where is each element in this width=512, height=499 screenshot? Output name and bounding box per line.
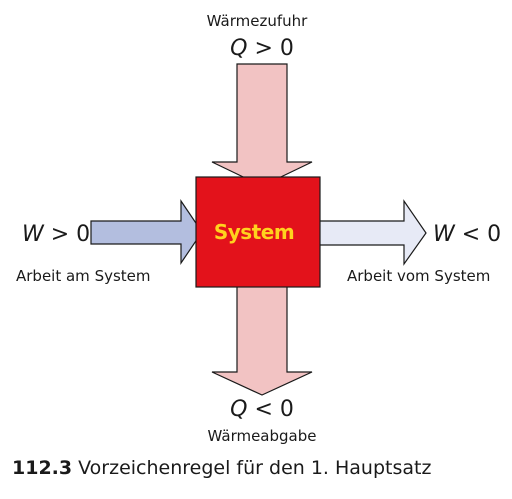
work-input-equation: W > 0 (22, 222, 90, 247)
work-output-variable: W (433, 222, 456, 247)
heat-output-equation: Q < 0 (230, 397, 294, 422)
system-box (195, 176, 321, 288)
figure-caption: 112.3 Vorzeichenregel für den 1. Hauptsa… (12, 457, 431, 479)
heat-input-label: Wärmezufuhr (207, 12, 308, 30)
heat-output-arrow (211, 281, 313, 396)
heat-input-variable: Q (230, 36, 247, 61)
heat-output-relation: < 0 (247, 397, 293, 422)
work-input-label: Arbeit am System (16, 267, 151, 285)
heat-output-label: Wärmeabgabe (208, 427, 317, 445)
work-output-label: Arbeit vom System (347, 267, 490, 285)
heat-input-relation: > 0 (247, 36, 293, 61)
figure-number: 112.3 (12, 457, 73, 479)
work-input-variable: W (22, 222, 45, 247)
heat-output-variable: Q (230, 397, 247, 422)
system-label: System (214, 220, 294, 244)
work-output-arrow (311, 199, 427, 266)
heat-input-arrow (211, 63, 313, 187)
work-input-relation: > 0 (44, 222, 90, 247)
work-output-equation: W < 0 (433, 222, 501, 247)
figure-caption-text: Vorzeichenregel für den 1. Hauptsatz (72, 457, 432, 479)
work-input-arrow (90, 199, 203, 265)
work-output-relation: < 0 (455, 222, 501, 247)
heat-input-equation: Q > 0 (230, 36, 294, 61)
